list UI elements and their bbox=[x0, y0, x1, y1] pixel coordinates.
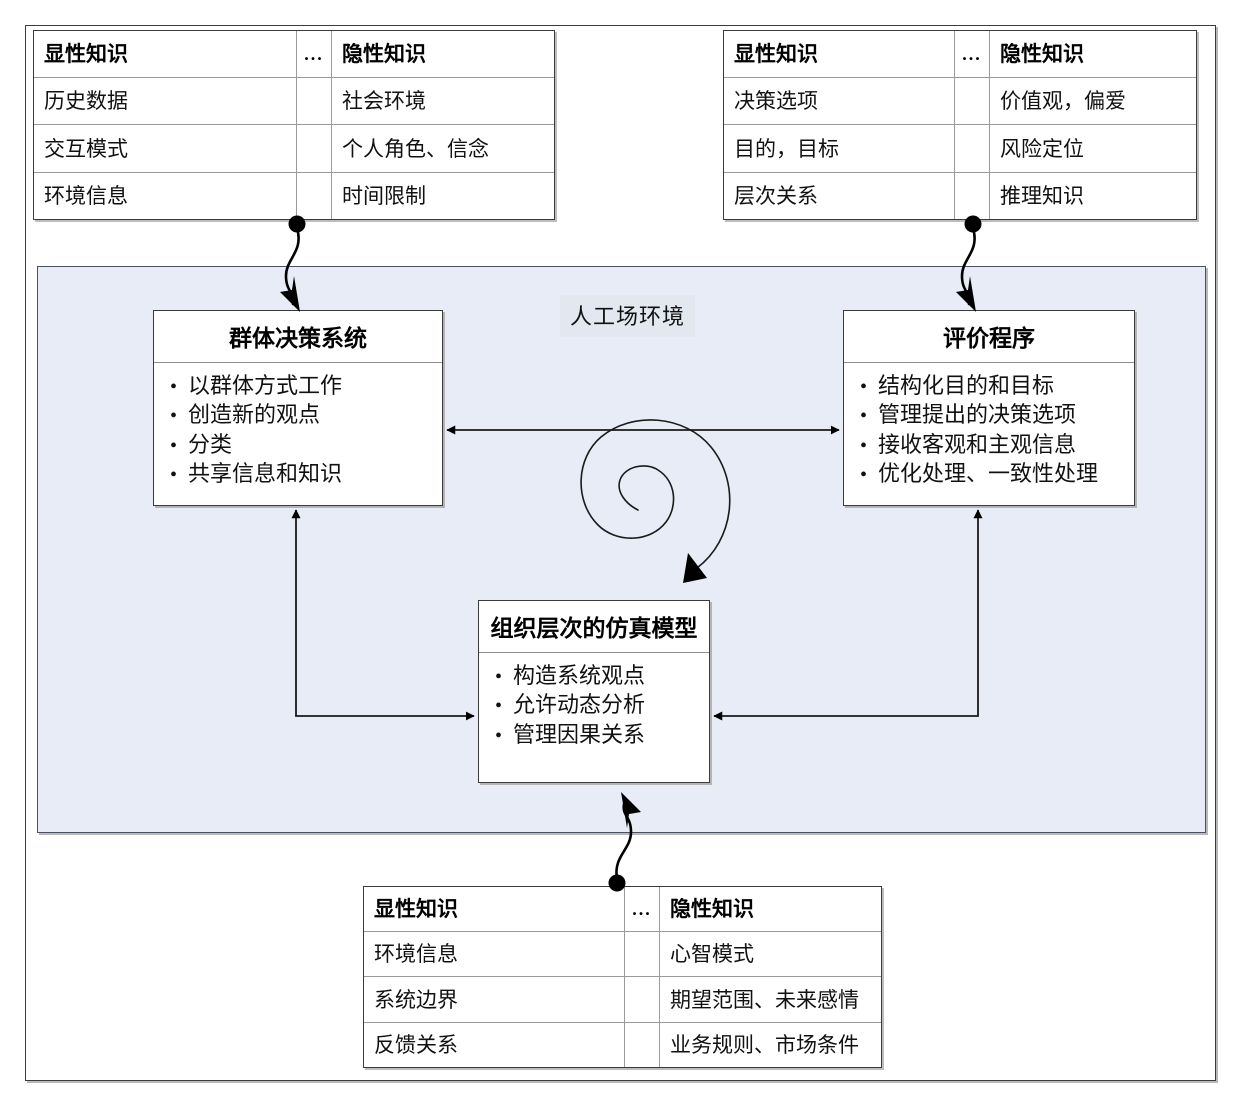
cell-tacit: 时间限制 bbox=[331, 171, 554, 219]
bullet-item: 优化处理、一致性处理 bbox=[858, 459, 1128, 488]
table-row: 层次关系 推理知识 bbox=[724, 171, 1196, 219]
knowledge-table-bottom: 显性知识 ... 隐性知识 环境信息 心智模式 系统边界 期望范围、未来感情 反… bbox=[363, 886, 882, 1068]
bullet-item: 允许动态分析 bbox=[493, 690, 703, 719]
bullet-item: 管理因果关系 bbox=[493, 720, 703, 749]
box-body: 以群体方式工作 创造新的观点 分类 共享信息和知识 bbox=[154, 363, 442, 499]
cell-tacit: 价值观，偏爱 bbox=[989, 77, 1196, 126]
cell-ellipsis bbox=[954, 171, 990, 219]
cell-explicit: 环境信息 bbox=[364, 931, 625, 978]
table-row: 系统边界 期望范围、未来感情 bbox=[364, 976, 881, 1023]
cell-explicit: 历史数据 bbox=[34, 77, 297, 126]
bullet-item: 构造系统观点 bbox=[493, 661, 703, 690]
bullet-item: 管理提出的决策选项 bbox=[858, 400, 1128, 429]
cell-explicit: 系统边界 bbox=[364, 976, 625, 1023]
cell-explicit: 交互模式 bbox=[34, 124, 297, 173]
table-header-row: 显性知识 ... 隐性知识 bbox=[364, 887, 881, 933]
cell-tacit: 期望范围、未来感情 bbox=[659, 976, 881, 1023]
header-explicit-knowledge: 显性知识 bbox=[724, 31, 955, 79]
cell-ellipsis bbox=[296, 124, 332, 173]
bullet-item: 分类 bbox=[168, 430, 436, 459]
table-row: 历史数据 社会环境 bbox=[34, 77, 554, 126]
diagram-outer-frame bbox=[25, 25, 1216, 1081]
table-header-row: 显性知识 ... 隐性知识 bbox=[724, 31, 1196, 79]
table-row: 目的，目标 风险定位 bbox=[724, 124, 1196, 173]
cell-ellipsis bbox=[296, 77, 332, 126]
cell-explicit: 目的，目标 bbox=[724, 124, 955, 173]
cell-tacit: 风险定位 bbox=[989, 124, 1196, 173]
table-row: 交互模式 个人角色、信念 bbox=[34, 124, 554, 173]
header-tacit-knowledge: 隐性知识 bbox=[989, 31, 1196, 79]
bullet-item: 接收客观和主观信息 bbox=[858, 430, 1128, 459]
header-ellipsis: ... bbox=[954, 31, 990, 79]
cell-tacit: 社会环境 bbox=[331, 77, 554, 126]
cell-explicit: 层次关系 bbox=[724, 171, 955, 219]
header-explicit-knowledge: 显性知识 bbox=[364, 887, 625, 933]
table-row: 反馈关系 业务规则、市场条件 bbox=[364, 1021, 881, 1067]
bullet-item: 创造新的观点 bbox=[168, 400, 436, 429]
table-header-row: 显性知识 ... 隐性知识 bbox=[34, 31, 554, 79]
box-body: 结构化目的和目标 管理提出的决策选项 接收客观和主观信息 优化处理、一致性处理 bbox=[844, 363, 1134, 499]
cell-ellipsis bbox=[296, 171, 332, 219]
header-ellipsis: ... bbox=[624, 887, 660, 933]
artificial-field-label: 人工场环境 bbox=[560, 295, 696, 337]
bullet-item: 以群体方式工作 bbox=[168, 371, 436, 400]
box-title: 群体决策系统 bbox=[154, 311, 442, 363]
cell-tacit: 推理知识 bbox=[989, 171, 1196, 219]
component-box-evaluation: 评价程序 结构化目的和目标 管理提出的决策选项 接收客观和主观信息 优化处理、一… bbox=[843, 310, 1135, 506]
cell-explicit: 反馈关系 bbox=[364, 1021, 625, 1067]
cell-ellipsis bbox=[624, 931, 660, 978]
table-row: 环境信息 心智模式 bbox=[364, 931, 881, 978]
table-row: 环境信息 时间限制 bbox=[34, 171, 554, 219]
header-tacit-knowledge: 隐性知识 bbox=[331, 31, 554, 79]
table-row: 决策选项 价值观，偏爱 bbox=[724, 77, 1196, 126]
header-tacit-knowledge: 隐性知识 bbox=[659, 887, 881, 933]
cell-ellipsis bbox=[954, 124, 990, 173]
box-title: 组织层次的仿真模型 bbox=[479, 601, 709, 653]
component-box-gdss: 群体决策系统 以群体方式工作 创造新的观点 分类 共享信息和知识 bbox=[153, 310, 443, 506]
knowledge-table-top-right: 显性知识 ... 隐性知识 决策选项 价值观，偏爱 目的，目标 风险定位 层次关… bbox=[723, 30, 1197, 220]
knowledge-table-top-left: 显性知识 ... 隐性知识 历史数据 社会环境 交互模式 个人角色、信念 环境信… bbox=[33, 30, 555, 220]
box-body: 构造系统观点 允许动态分析 管理因果关系 bbox=[479, 653, 709, 759]
cell-tacit: 业务规则、市场条件 bbox=[659, 1021, 881, 1067]
cell-tacit: 心智模式 bbox=[659, 931, 881, 978]
box-title: 评价程序 bbox=[844, 311, 1134, 363]
cell-tacit: 个人角色、信念 bbox=[331, 124, 554, 173]
header-explicit-knowledge: 显性知识 bbox=[34, 31, 297, 79]
cell-explicit: 决策选项 bbox=[724, 77, 955, 126]
component-box-simulation: 组织层次的仿真模型 构造系统观点 允许动态分析 管理因果关系 bbox=[478, 600, 710, 783]
header-ellipsis: ... bbox=[296, 31, 332, 79]
bullet-item: 共享信息和知识 bbox=[168, 459, 436, 488]
cell-ellipsis bbox=[624, 976, 660, 1023]
bullet-item: 结构化目的和目标 bbox=[858, 371, 1128, 400]
cell-ellipsis bbox=[954, 77, 990, 126]
cell-ellipsis bbox=[624, 1021, 660, 1067]
cell-explicit: 环境信息 bbox=[34, 171, 297, 219]
